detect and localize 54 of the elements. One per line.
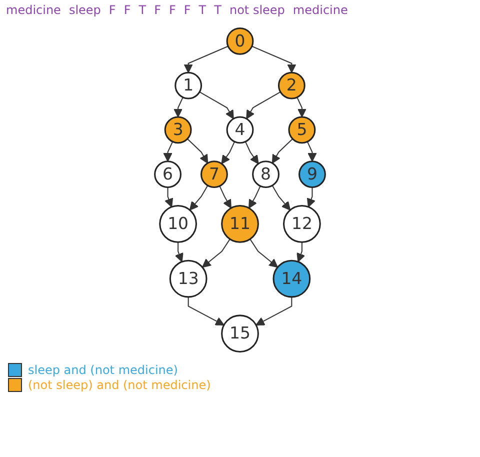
node-circle: 12 (283, 204, 321, 243)
node-circle: 11 (221, 204, 259, 243)
axis-label: not sleep (229, 3, 285, 17)
arrow (219, 186, 232, 209)
axis-label: F (168, 3, 176, 17)
arrow (202, 238, 230, 268)
axis-label: T (138, 3, 146, 17)
node-circle: 8 (252, 160, 280, 188)
arrow (256, 296, 292, 326)
arrow (296, 242, 306, 262)
axis-label: sleep (68, 3, 101, 17)
axis-label: T (198, 3, 206, 17)
node-circle: 9 (298, 160, 326, 188)
arrow (252, 46, 296, 74)
node-circle: 1 (174, 72, 202, 100)
arrow (306, 187, 316, 208)
arrow (164, 187, 174, 208)
node-circle: 5 (288, 116, 316, 144)
arrow (189, 185, 208, 210)
arrow (174, 97, 184, 118)
arrow (306, 141, 317, 162)
arrow (188, 296, 224, 326)
arrow (246, 92, 281, 120)
node-circle: 10 (159, 204, 197, 243)
axis-label: F (108, 3, 116, 17)
arrow (272, 185, 291, 210)
axis-label: T (214, 3, 222, 17)
legend-text: (not sleep) and (not medicine) (28, 378, 211, 392)
node-circle: 2 (278, 72, 306, 100)
axis-label: F (124, 3, 131, 17)
node-circle: 6 (154, 160, 182, 188)
arrow (272, 138, 293, 164)
arrow (199, 92, 234, 120)
arrow (174, 242, 184, 262)
axis-label: medicine (292, 3, 348, 17)
arrow (187, 138, 208, 164)
arrow (163, 141, 174, 162)
node-circle: 14 (272, 260, 311, 298)
axis-label: F (184, 3, 191, 17)
node-circle: 15 (221, 314, 259, 353)
node-circle: 0 (226, 27, 254, 55)
legend-text: sleep and (not medicine) (28, 363, 178, 377)
axis-label: medicine (6, 3, 61, 17)
arrow (250, 238, 278, 268)
node-circle: 4 (226, 116, 254, 144)
arrow (248, 186, 261, 209)
arrow (244, 141, 259, 164)
arrow (221, 141, 236, 164)
node-circle: 13 (169, 260, 208, 298)
node-circle: 3 (164, 116, 192, 144)
node-circle: 7 (200, 160, 228, 188)
axis-label: F (154, 3, 161, 17)
arrow (296, 97, 306, 118)
arrow (184, 46, 228, 74)
